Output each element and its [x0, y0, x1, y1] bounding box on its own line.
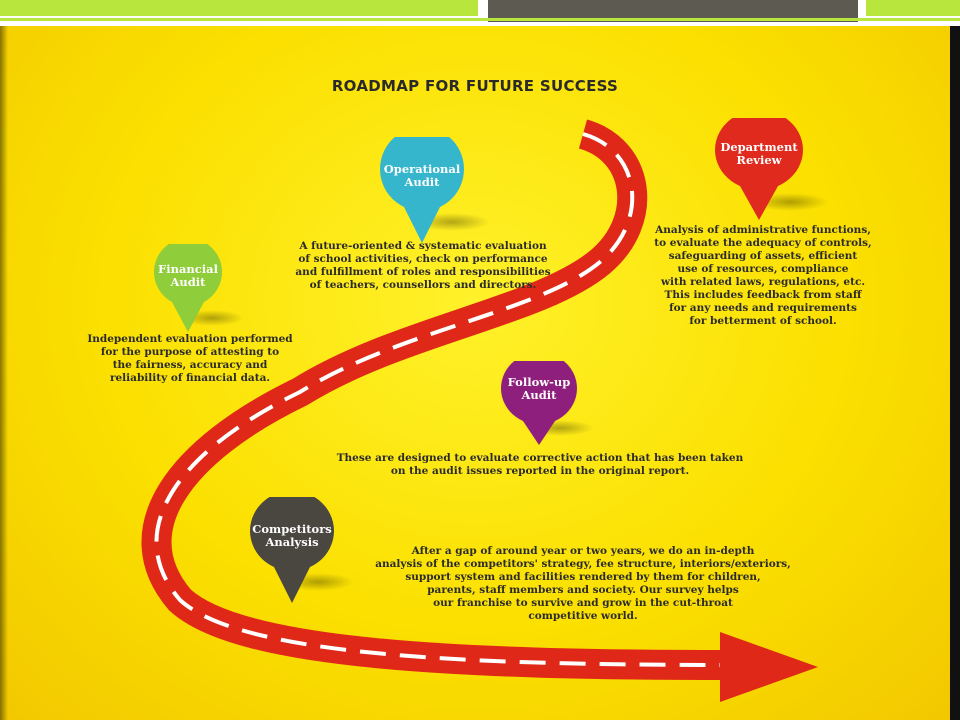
operational-audit-description: A future-oriented & systematic evaluatio…	[295, 240, 551, 291]
financial-audit-label: Financial Audit	[158, 262, 218, 289]
road-center-dashes	[154, 132, 731, 667]
top-accent-bar-right	[866, 0, 960, 16]
road-arrow-head	[720, 632, 818, 702]
followup-audit-pin	[501, 361, 577, 445]
followup-audit-label: Follow-up Audit	[507, 375, 571, 402]
competitors-analysis-pin	[250, 497, 334, 603]
top-accent-bar-middle	[488, 0, 858, 22]
left-edge-shadow	[0, 26, 8, 720]
financial-audit-pin	[154, 244, 222, 332]
department-review-label: Department Review	[720, 140, 798, 167]
top-accent-bar-left	[0, 0, 478, 16]
operational-audit-pin	[380, 137, 464, 243]
followup-audit-description: These are designed to evaluate correctiv…	[336, 452, 744, 477]
department-review-pin	[715, 118, 803, 220]
department-review-description: Analysis of administrative functions, to…	[654, 224, 872, 327]
competitors-analysis-description: After a gap of around year or two years,…	[375, 545, 791, 622]
top-accent-line	[0, 18, 960, 21]
financial-audit-description: Independent evaluation performed for the…	[87, 333, 293, 384]
right-edge-strip	[950, 26, 960, 720]
competitors-analysis-label: Competitors Analysis	[252, 522, 332, 549]
page-title: ROADMAP FOR FUTURE SUCCESS	[331, 77, 619, 95]
operational-audit-label: Operational Audit	[383, 162, 461, 189]
